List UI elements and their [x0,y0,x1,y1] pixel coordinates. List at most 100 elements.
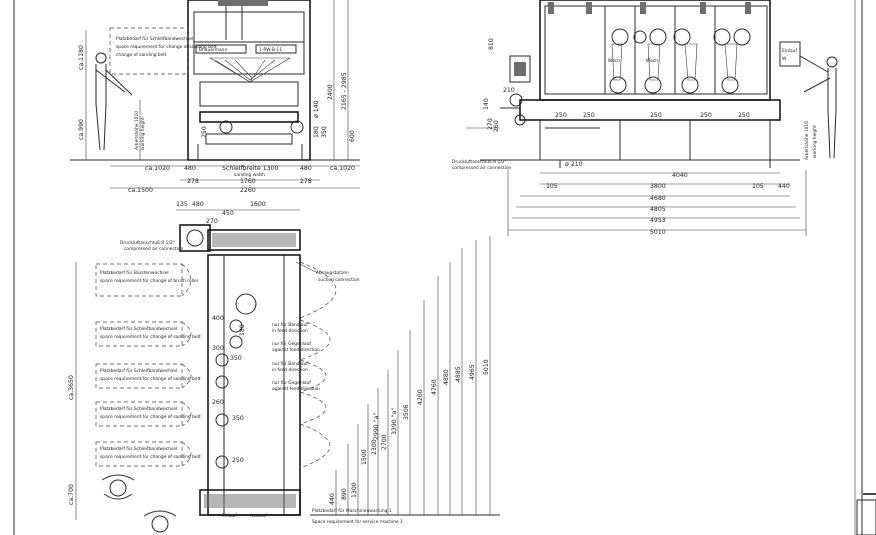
plan-suction-de: Absaugstutzen [316,270,349,276]
sheet-frame [13,0,876,535]
dim-180: 180 [313,126,320,138]
plan-dim-4965: 4965 [469,364,476,380]
plan-belt-label-de-3: Platzbedarf für Schleifbandwechsel [100,406,177,412]
plan-dim-1600: 1600 [250,201,266,208]
side-dim-105-left: 105 [546,183,558,190]
plan-infeed-label: Einlauf [222,513,237,519]
plan-dim-3506: 3506 [403,404,410,420]
plan-dim-890: 890 [341,488,348,500]
dim-350: 350 [321,126,328,138]
plan-dim-4880: 4880 [443,369,450,385]
plan-dim-2990: 2990 "a" [373,413,380,440]
side-dim-810: 810 [488,38,495,50]
dim-250: 250 [201,126,208,138]
dim-480-left: 480 [184,165,196,172]
plan-outfeed-label: Auslauf [250,513,267,519]
plan-only-feed-en-1: in feed direction [272,328,308,334]
plan-dim-300: 300 [212,345,224,352]
dim-d140: ø 140 [313,100,320,118]
dim-278-right: 278 [300,178,312,185]
plan-compressed-air-de: Druckluftanschluß R 1/2" [120,240,175,246]
side-head-note-1: Wech [608,58,620,64]
plan-belt-label-en-4: space requirement for change of sanding … [100,454,201,460]
side-dim-440: 440 [778,183,790,190]
side-dim-phi210: ø 210 [565,161,583,168]
plan-service-de: Platzbedarf für Maschinenwartung 1 [312,508,392,514]
plan-dim-400: 400 [212,315,224,322]
plan-dim-1300: 1300 [351,482,358,498]
plan-view: 135 480 1600 450 270 Einlauf Auslauf 400… [68,201,500,533]
side-dim-105-right: 105 [752,183,764,190]
dim-ca990: ca.990 [78,119,85,140]
side-dim-140: 140 [483,98,490,110]
front-working-height-de: Arbeitshöhe 1010 [134,111,140,150]
plan-dim-270: 270 [206,218,218,225]
plan-change-space-boxes: Platzbedarf für Bürstenwechsel space req… [95,263,201,467]
dim-ca1020-right: ca.1020 [330,165,355,172]
side-outlet-label-2: W [782,56,787,62]
plan-belt-label-de-1: Platzbedarf für Schleifbandwechsel [100,326,177,332]
operator-figure-left [95,52,133,151]
plan-belt-label-de-2: Platzbedarf für Schleifbandwechsel [100,368,177,374]
plan-dim-440: 440 [329,493,336,505]
dim-ca1020-left: ca.1020 [145,165,170,172]
plan-suction-en: suction connection [318,277,360,283]
plan-only-against-de-2: nur für Gegenlauf [272,380,311,386]
brand-plate: Bhauermann [199,47,227,53]
plan-dim-350: 350 [230,355,242,362]
plan-dim-260: 260 [212,399,224,406]
dim-2260: 2260 [240,187,256,194]
sanding-width-en: sanding width [234,172,265,178]
side-view: Wech Wech Einlauf W 810 140 [452,0,838,236]
side-dim-5010: 5010 [650,229,666,236]
plan-belt-label-en-3: space requirement for change of sanding … [100,414,201,420]
side-dim-4805: 4805 [650,206,666,213]
sanding-width-de: Schleifbreite 1300 [222,165,279,172]
side-dim-250-5: 250 [738,112,750,119]
plan-only-against-en-2: against feed direction [272,386,320,392]
side-dim-4953: 4953 [650,217,666,224]
side-dim-4680: 4680 [650,195,666,202]
operator-figure-right: Einlauf W [779,41,838,159]
plan-operator-figures [101,474,177,533]
plan-belt-label-en-2: space requirement for change of sanding … [100,376,201,382]
dim-278-left: 278 [187,178,199,185]
plan-dim-ca700: ca.700 [68,484,75,505]
side-dim-250-2: 250 [583,112,595,119]
side-dim-210: 210 [503,87,515,94]
plan-door-swing-arcs: nur für Bandlauf in feed direction nur f… [272,261,337,469]
front-working-height-en: working height [140,117,146,150]
plan-only-feed-de-2: nur für Bandlauf [272,361,308,367]
plan-only-against-de-1: nur für Gegenlauf [272,341,311,347]
plan-dim-450: 450 [222,210,234,217]
dim-480-right: 480 [300,165,312,172]
plan-belt-label-en-1: space requirement for change of sanding … [100,334,201,340]
model-plate: 1-RW-B-11 [259,47,282,53]
plan-dim-ca3650: ca.3650 [68,375,75,400]
dim-1760: 1760 [240,178,256,185]
plan-right-dimension-fan: 440 890 1300 1500 2300 2700 2990 "a" 339… [329,236,491,515]
dim-ca1180: ca.1180 [78,45,85,70]
dim-600: 600 [349,130,356,142]
plan-service-en: Space requirement for service machine 1 [312,519,403,525]
side-compressed-air-de: Druckluftanschluß R 1/2" [452,159,507,165]
plan-brush-label-de: Platzbedarf für Bürstenwechsel [100,270,169,276]
side-working-height-en: working height [812,125,818,158]
plan-only-against-en-1: against feed direction [272,347,320,353]
plan-dim-180: 180 [239,324,246,336]
side-compressed-air-en: compressed air connection [452,165,512,171]
side-head-note-2: Wech [646,58,658,64]
plan-dim-2700: 2700 [381,434,388,450]
plan-dim-3390: 3390 "a" [391,408,398,435]
side-outlet-label: Einlauf [782,48,797,54]
plan-dim-135: 135 [176,201,188,208]
side-dim-260: 260 [493,120,500,132]
side-dim-4040: 4040 [672,172,688,179]
plan-dim-4760: 4760 [431,379,438,395]
dim-2165-2985: 2165 - 2985 [341,72,348,110]
side-dim-250-3: 250 [650,112,662,119]
plan-dim-4885: 4885 [455,366,462,382]
front-belt-space-label-en2: change of sanding belt [116,52,167,58]
side-dim-270: 270 [487,118,494,130]
